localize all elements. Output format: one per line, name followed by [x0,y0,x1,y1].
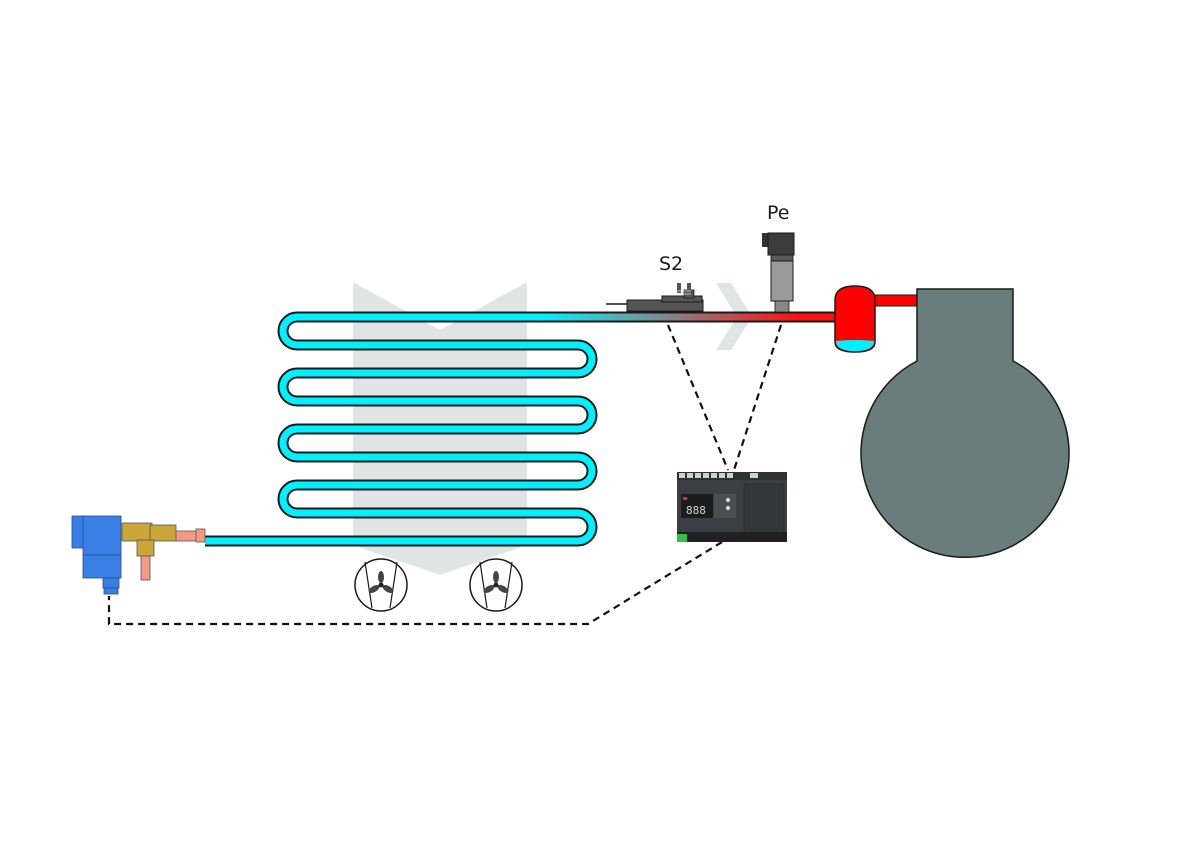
compressor [860,288,1070,559]
pe-label: Pe [767,202,789,224]
suction-line [540,311,837,323]
expansion-valve [71,515,206,595]
s2-label: S2 [659,253,683,275]
fan-icon [483,571,509,593]
wire-controller-to-valve [107,541,723,626]
signal-wires [107,324,783,626]
evaporator-fan-1 [354,558,408,612]
fan-icon [368,571,394,593]
evaporator-coil [205,311,720,547]
wire-pe-to-controller [732,324,783,471]
electronic-controller: 888 [677,472,787,542]
controller-display: 888 [686,504,706,517]
evaporator-fan-2 [469,558,523,612]
accumulator [834,285,921,353]
s2-temperature-sensor [606,283,704,312]
wire-s2-to-controller [666,324,730,471]
pe-pressure-transmitter [762,232,795,313]
